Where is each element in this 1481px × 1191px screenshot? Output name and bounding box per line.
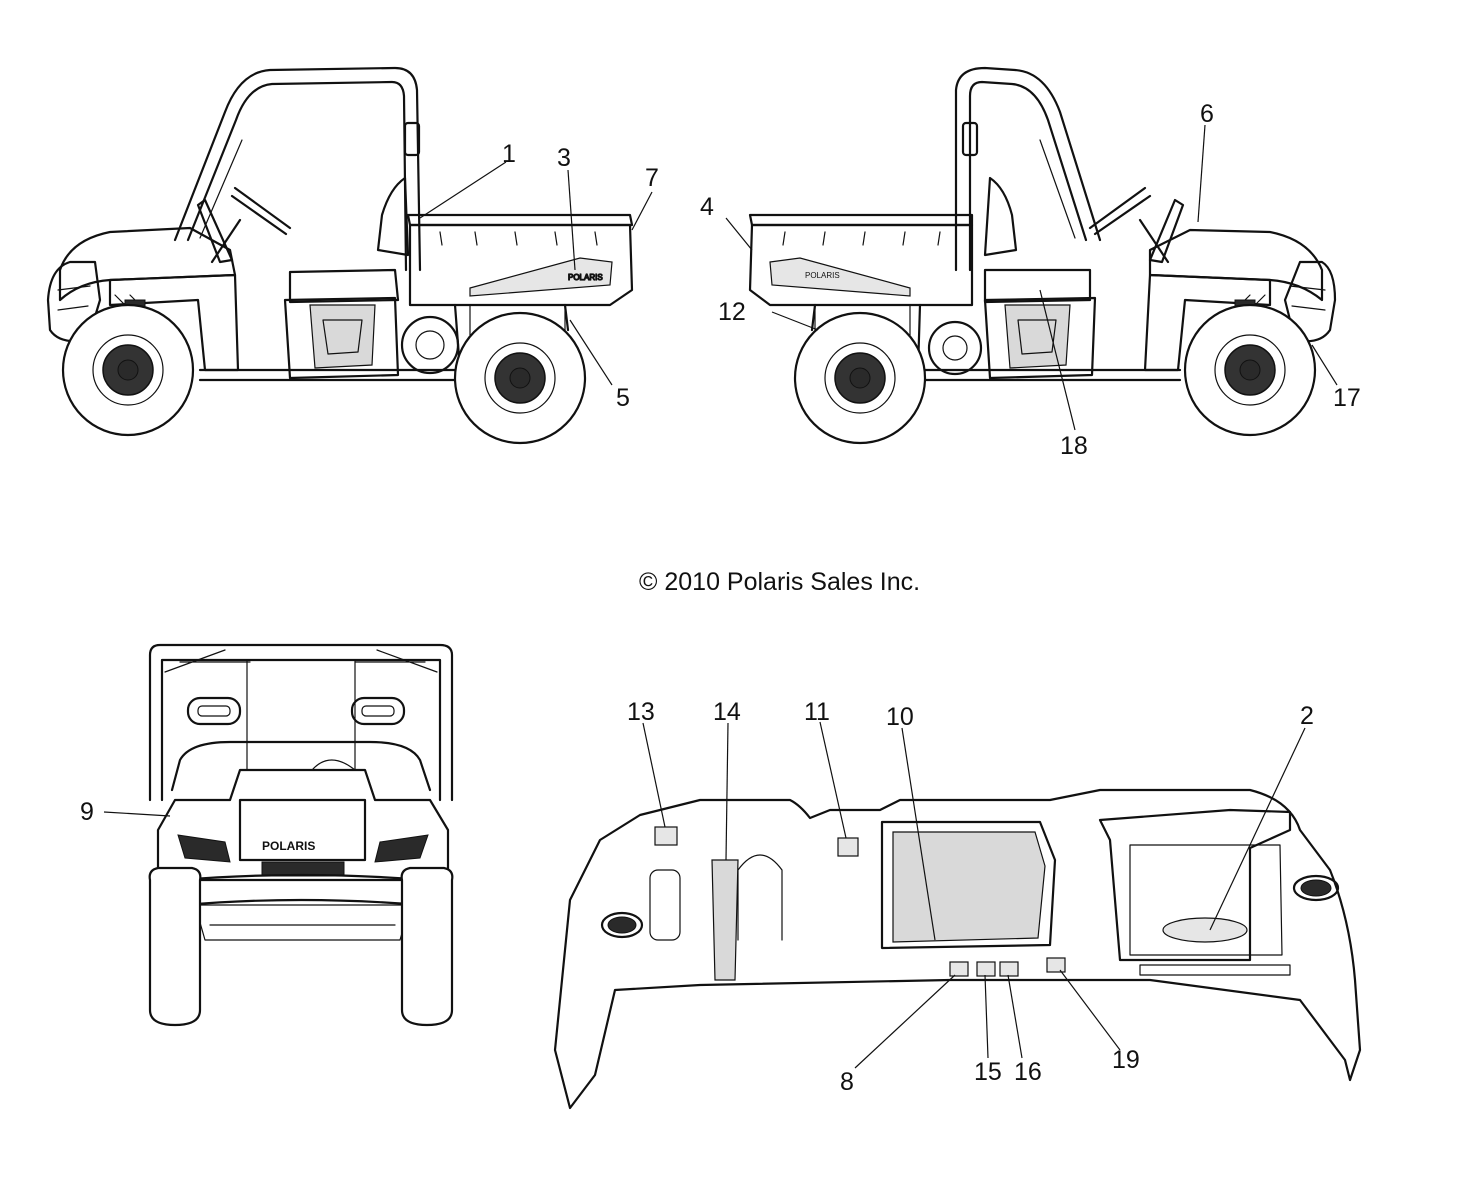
callout-14: 14 [713, 698, 741, 726]
dashboard-panel-view [553, 788, 1362, 1110]
brand-decal-right: POLARIS [805, 271, 840, 280]
callout-8: 8 [840, 1068, 854, 1096]
decal-8-label [949, 961, 969, 977]
vehicle-right-side-view: POLARIS [748, 66, 1337, 445]
rear-wheel [453, 311, 587, 445]
rear-wheel-right [793, 311, 927, 445]
callout-2: 2 [1300, 702, 1314, 730]
copyright-notice: © 2010 Polaris Sales Inc. [639, 568, 920, 596]
brand-decal-front: POLARIS [262, 839, 315, 853]
decal-19-label [1046, 957, 1066, 973]
decal-2-label [1162, 917, 1248, 943]
callout-12: 12 [718, 298, 746, 326]
vehicle-left-side-view: POLARIS [46, 66, 634, 445]
leader-lines [103, 124, 1338, 1069]
callout-3: 3 [557, 144, 571, 172]
callout-17: 17 [1333, 384, 1361, 412]
callout-10: 10 [886, 703, 914, 731]
callout-13: 13 [627, 698, 655, 726]
callout-9: 9 [80, 798, 94, 826]
brand-decal-left: POLARIS [568, 273, 603, 282]
vehicle-front-view: POLARIS [148, 643, 454, 1027]
callout-6: 6 [1200, 100, 1214, 128]
callout-5: 5 [616, 384, 630, 412]
callout-15: 15 [974, 1058, 1002, 1086]
callout-11: 11 [804, 698, 830, 726]
callout-7: 7 [645, 164, 659, 192]
front-wheel [61, 303, 195, 437]
decal-13-label [654, 826, 678, 846]
callout-18: 18 [1060, 432, 1088, 460]
front-wheel-right [1183, 303, 1317, 437]
callout-16: 16 [1014, 1058, 1042, 1086]
decal-16-label [999, 961, 1019, 977]
callout-4: 4 [700, 193, 714, 221]
callout-numbers: 1 2 3 4 5 6 7 8 9 10 11 12 13 14 15 16 1… [80, 100, 1361, 1096]
decal-11-label [837, 837, 859, 857]
callout-1: 1 [502, 140, 516, 168]
callout-19: 19 [1112, 1046, 1140, 1074]
decal-15-label [976, 961, 996, 977]
